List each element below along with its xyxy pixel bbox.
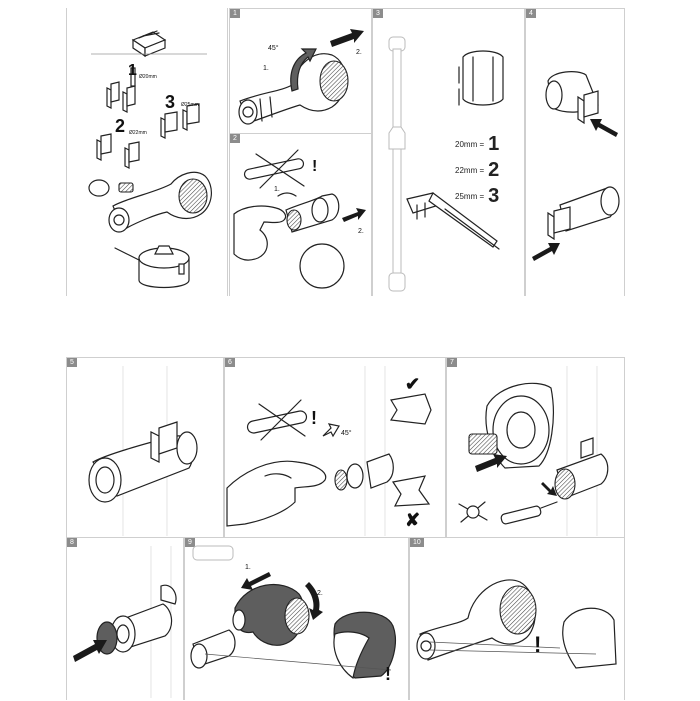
- step-2-warning: !: [312, 158, 318, 175]
- parts-illustration: [88, 30, 212, 289]
- rotate-arrow-icon: [322, 423, 340, 438]
- wall-mount-icon: [114, 245, 190, 289]
- step-8-panel: 8: [66, 537, 184, 700]
- hand-icon: [233, 205, 287, 261]
- step-9-substep-2: 2.: [317, 590, 323, 597]
- shower-rail-icon: [192, 545, 234, 561]
- step-1-substep-1: 1.: [263, 65, 269, 72]
- hand-icon: [226, 460, 327, 527]
- shower-holder-icon: [108, 171, 212, 233]
- package-icon: [131, 30, 167, 58]
- clip-size-list: 20mm = 1 22mm = 2 25mm = 3: [455, 131, 525, 209]
- rotate-arrow-icon: [290, 48, 317, 92]
- step-10-number: 10: [410, 538, 424, 547]
- step-2-substep-2: 2.: [358, 228, 364, 235]
- size-glyph: 3: [488, 184, 500, 207]
- correct-fit-icon: [390, 393, 432, 425]
- step-9-illustration: [190, 545, 396, 680]
- push-arrow-icon: [475, 454, 507, 472]
- grub-screw-icon: [468, 433, 498, 455]
- no-tool-icon: [458, 501, 488, 523]
- clip-mid-glyph: 2: [115, 116, 126, 136]
- pull-arrow-icon: [241, 572, 271, 590]
- step-7-number: 7: [447, 358, 457, 367]
- step-1-angle: 45°: [268, 45, 279, 52]
- shower-rail-icon: [388, 36, 406, 292]
- size-label: 25mm: [455, 191, 478, 201]
- step-2-substep-1: 1.: [274, 186, 280, 193]
- step-10-panel: 10 !: [409, 537, 625, 700]
- step-6-angle: 45°: [341, 430, 352, 437]
- caliper-icon: [406, 192, 500, 250]
- step-10-warning: !: [534, 632, 542, 657]
- clip-small-icon: [106, 67, 136, 113]
- step-8-illustration: [73, 546, 177, 698]
- push-arrow-icon: [330, 29, 364, 47]
- push-arrow-icon: [73, 640, 107, 662]
- size-row-20: 20mm = 1: [455, 132, 500, 155]
- grub-screw-icon: [118, 182, 134, 193]
- clip-large-icon: [160, 103, 200, 139]
- wrong-fit-icon: [391, 475, 431, 507]
- step-4-number: 4: [526, 9, 536, 18]
- step-5-number: 5: [67, 358, 77, 367]
- step-9-number: 9: [185, 538, 195, 547]
- step-6-panel: 6 ! 45° ✔ ✘: [224, 357, 446, 537]
- step-1-panel: 1 45° 1. 2.: [229, 8, 372, 133]
- cover-cap-icon: [88, 179, 110, 197]
- step-6-number: 6: [225, 358, 235, 367]
- step-8-number: 8: [67, 538, 77, 547]
- step-5-illustration: [88, 366, 198, 536]
- clip-mid-label: Ø22mm: [129, 130, 147, 136]
- size-glyph: 2: [488, 158, 500, 181]
- step-2-illustration: [233, 149, 366, 289]
- step-7-panel: 7: [446, 357, 625, 537]
- push-arrow-icon: [532, 243, 560, 261]
- push-arrow-icon: [590, 119, 618, 137]
- step-3-number: 3: [373, 9, 383, 18]
- step-3-illustration: [388, 36, 504, 292]
- step-1-substep-2: 2.: [356, 49, 362, 56]
- screwdriver-icon: [500, 505, 542, 525]
- clip-mid-icon: [96, 133, 140, 169]
- step-5-panel: 5: [66, 357, 224, 537]
- step-3-panel: 3 20mm = 1 22mm = 2 25mm =: [372, 8, 525, 296]
- size-row-22: 22mm = 2: [455, 158, 500, 181]
- step-9-substep-1: 1.: [245, 564, 251, 571]
- step-6-bad-mark: ✘: [405, 510, 421, 530]
- step-2-panel: 2 ! 1. 2.: [229, 133, 372, 296]
- rotate-arrow-icon: [305, 582, 323, 620]
- step-6-warning: !: [311, 408, 317, 428]
- step-9-warning: !: [385, 664, 391, 684]
- step-10-illustration: [416, 579, 617, 669]
- step-6-ok-mark: ✔: [405, 374, 421, 394]
- step-9-panel: 9 1. 2. !: [184, 537, 409, 700]
- parts-panel: 1 Ø20mm 2 Ø22mm 3 Ø25mm: [66, 8, 228, 296]
- step-7-illustration: [458, 366, 609, 536]
- size-glyph: 1: [488, 132, 500, 155]
- cover-cap-icon: [299, 243, 345, 289]
- size-label: 20mm: [455, 139, 478, 149]
- clip-icon: [458, 50, 504, 106]
- step-4-illustration: [532, 71, 620, 261]
- no-tool-icon: [243, 149, 305, 189]
- clip-large-label: Ø25mm: [181, 102, 199, 108]
- step-6-illustration: [226, 366, 432, 536]
- size-row-25: 25mm = 3: [455, 184, 500, 207]
- step-2-number: 2: [230, 134, 240, 143]
- clip-large-glyph: 3: [165, 92, 176, 112]
- step-1-number: 1: [230, 9, 240, 18]
- step-4-panel: 4: [525, 8, 625, 296]
- step-1-illustration: [238, 29, 364, 125]
- clip-small-glyph: 1: [128, 62, 137, 79]
- clip-small-label: Ø20mm: [139, 74, 157, 80]
- size-label: 22mm: [455, 165, 478, 175]
- no-tool-icon: [246, 399, 308, 441]
